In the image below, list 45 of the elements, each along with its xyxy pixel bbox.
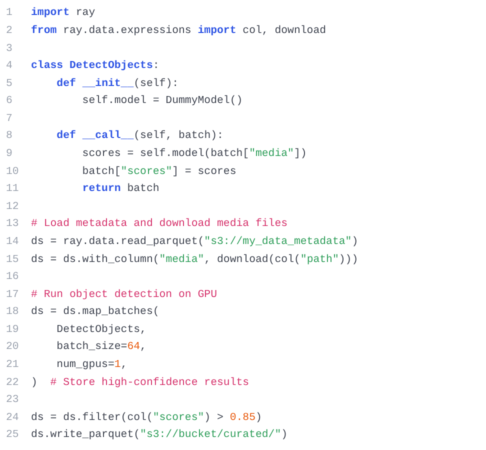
line-number: 8 — [5, 131, 14, 142]
line-number: 7 — [5, 114, 14, 125]
code-line: self.model = DummyModel() — [81, 96, 243, 108]
code-line: from ray.data.expressions import col, download — [31, 26, 326, 37]
code-line: num_gpus=1, — [56, 360, 128, 371]
line-number: 5 — [5, 78, 14, 90]
code-line: scores = self.model(batch["media"]) — [81, 149, 307, 160]
code-line: def __init__(self): — [56, 78, 179, 90]
code-line: # Load metadata and download media files — [31, 219, 288, 230]
line-number: 23 — [5, 395, 20, 406]
code-line: return batch — [81, 184, 160, 195]
line-number: 22 — [5, 378, 20, 388]
line-number: 12 — [5, 202, 20, 212]
code-line: ds = ray.data.read_parquet("s3://my_data_metadata") — [31, 236, 358, 248]
code-line: ) # Store high-confidence results — [31, 378, 250, 388]
line-number: 18 — [5, 307, 20, 318]
code-line: ds = ds.map_batches( — [31, 307, 160, 318]
code-line: batch["scores"] = scores — [81, 166, 236, 178]
line-number: 10 — [5, 166, 20, 178]
line-number: 3 — [5, 44, 14, 54]
line-number: 2 — [5, 26, 14, 37]
code-line: import ray — [31, 8, 96, 20]
line-number: 25 — [5, 430, 20, 442]
code-line: ds = ds.with_column("media", download(col("path"))) — [31, 254, 358, 266]
line-number: 16 — [5, 272, 20, 283]
line-number: 17 — [5, 290, 20, 300]
line-number: 21 — [5, 360, 20, 371]
code-line: DetectObjects, — [56, 324, 146, 336]
line-number: 15 — [5, 254, 20, 266]
code-line: ds.write_parquet("s3://bucket/curated/") — [31, 430, 288, 442]
code-line: class DetectObjects: — [31, 61, 160, 72]
line-number: 11 — [5, 184, 20, 195]
line-number: 14 — [5, 236, 20, 248]
line-number: 9 — [5, 149, 14, 160]
line-number: 19 — [5, 324, 20, 336]
line-number: 20 — [5, 342, 20, 354]
code-line: def __call__(self, batch): — [56, 131, 224, 142]
line-number: 13 — [5, 219, 20, 230]
code-line: # Run object detection on GPU — [31, 290, 217, 300]
line-number: 1 — [5, 8, 14, 20]
code-line: batch_size=64, — [56, 342, 146, 354]
code-line: ds = ds.filter(col("scores") > 0.85) — [31, 412, 262, 424]
line-number: 24 — [5, 412, 20, 424]
line-number: 4 — [5, 61, 14, 72]
line-number: 6 — [5, 96, 14, 108]
